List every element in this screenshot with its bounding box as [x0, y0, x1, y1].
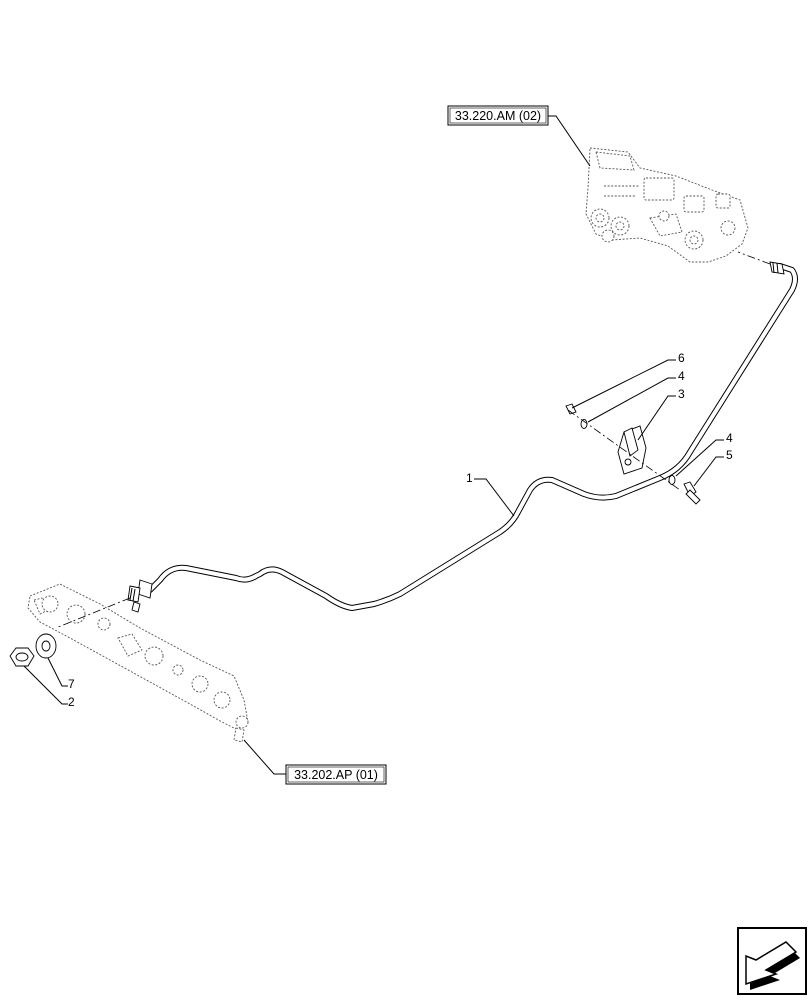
callout-label-3: 3: [678, 387, 685, 401]
bracket-plate: [27, 583, 249, 743]
nut-2: [9, 647, 35, 667]
callout-label-4-top: 4: [678, 369, 685, 383]
callout-3: 3: [637, 387, 685, 441]
callout-4-top: 4: [587, 369, 685, 423]
callout-label-2: 2: [68, 695, 75, 709]
reference-label-bottom: 33.202.AP (01): [294, 768, 378, 782]
callout-label-6: 6: [678, 351, 685, 365]
screw-6: [565, 403, 577, 415]
washer-4-right: [668, 475, 676, 485]
callout-label-5: 5: [726, 448, 733, 462]
reference-box-bottom[interactable]: 33.202.AP (01): [285, 764, 387, 785]
callout-5: 5: [693, 448, 733, 487]
callout-2: 2: [23, 665, 75, 709]
reference-box-top[interactable]: 33.220.AM (02): [447, 105, 549, 126]
callout-6: 6: [571, 351, 685, 409]
valve-assembly: [585, 147, 749, 263]
washer-7: [35, 633, 57, 659]
callout-7: 7: [47, 657, 75, 691]
reference-label-top: 33.220.AM (02): [455, 109, 541, 123]
brake-pipe: [127, 261, 798, 613]
centerline-clamp: [567, 409, 681, 491]
callout-4-right: 4: [675, 431, 733, 477]
callout-label-1: 1: [466, 471, 473, 485]
leader-ref-bottom: [243, 739, 286, 775]
callout-label-7: 7: [68, 677, 75, 691]
washer-4-top: [580, 419, 588, 429]
next-page-arrow-icon[interactable]: [737, 927, 807, 995]
pipe-clamp: [617, 425, 647, 475]
callout-1: 1: [466, 471, 515, 517]
screw-5: [683, 481, 701, 505]
centerline-bottom: [55, 597, 131, 629]
leader-ref-top: [548, 115, 591, 167]
callout-label-4-right: 4: [726, 431, 733, 445]
centerline-top: [737, 251, 771, 265]
